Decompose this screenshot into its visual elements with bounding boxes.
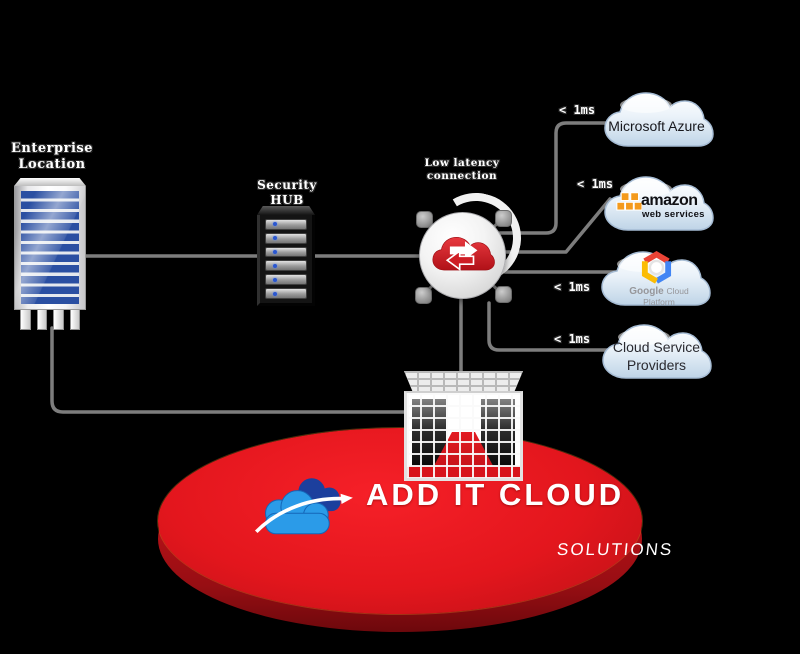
hub-knob [416, 211, 433, 228]
aws-cloud-icon [604, 176, 714, 231]
aws-sublabel: web services [642, 209, 705, 220]
csp-cloud-icon [602, 324, 712, 379]
enterprise-location-label: Enterprise Location [11, 141, 93, 173]
wire-hub-to-csp [487, 301, 642, 352]
hub-knob [495, 286, 512, 303]
arrow-right-icon [449, 241, 477, 260]
wire-enterprise-to-datacenter [50, 326, 412, 414]
platform-disc [158, 428, 642, 614]
wire-hub-to-azure [498, 121, 642, 235]
building-pillars [14, 310, 86, 330]
low-latency-hub [419, 212, 506, 299]
azure-label: Microsoft Azure [608, 118, 705, 134]
arrow-left-icon [445, 249, 474, 272]
wire-hub-to-aws [501, 197, 612, 254]
cloud-sync-icon [431, 236, 495, 272]
cage-top-grid [404, 371, 523, 391]
datacenter-cage [404, 371, 523, 481]
brand-tagline: SOLUTIONS [556, 540, 675, 559]
gcp-label: Google Cloud Platform [629, 286, 689, 307]
aws-boxes-icon [616, 192, 642, 211]
security-hub-rack-icon [257, 206, 315, 306]
cage-front-grid [407, 393, 520, 478]
hub-knob [495, 210, 512, 227]
latency-label-aws: < 1ms [577, 177, 614, 191]
latency-label-csp: < 1ms [554, 332, 591, 346]
csp-label: Cloud Service Providers [612, 339, 701, 373]
latency-label-gcp: < 1ms [554, 280, 591, 294]
azure-cloud-icon [604, 92, 714, 147]
enterprise-building-icon [14, 178, 86, 332]
brand-wordmark: ADD IT CLOUD [366, 477, 625, 512]
gcp-hexagon-icon [641, 251, 672, 284]
latency-label-azure: < 1ms [559, 103, 596, 117]
security-hub-label: Security HUB [257, 178, 317, 207]
building-roof [14, 178, 86, 186]
brand-cloud-logo-icon [254, 478, 353, 535]
hub-knob [415, 287, 432, 304]
low-latency-connection-label: Low latency connection [424, 157, 500, 183]
aws-label: amazon [641, 192, 698, 209]
